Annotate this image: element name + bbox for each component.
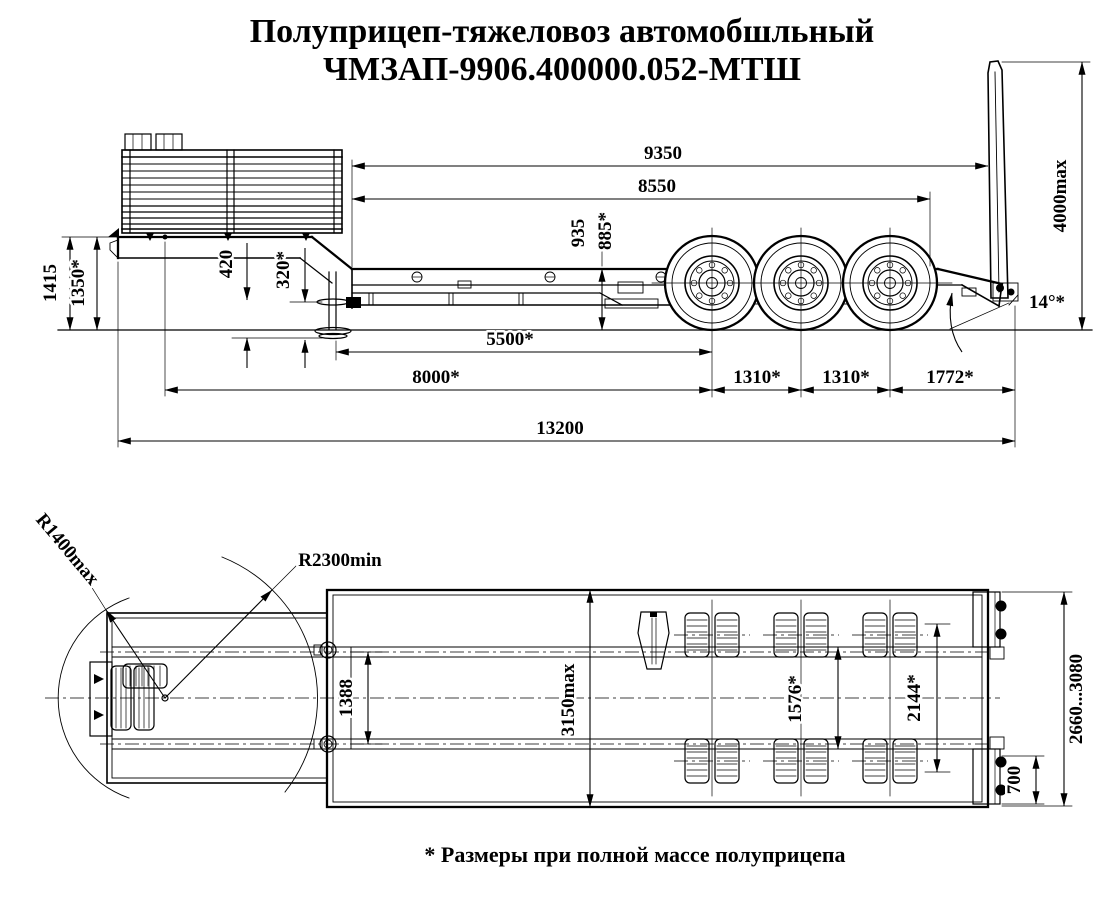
plan-kingpin (161, 694, 169, 702)
turning-radius-arc (221, 556, 318, 793)
dim-ramp-angle-label: 14°* (1029, 292, 1065, 313)
tarp-hook (108, 228, 119, 237)
dim-beam-track-label: 1576* (785, 675, 806, 723)
dim-ramp-height-label: 4000max (1050, 159, 1071, 232)
front-radius-leader (105, 609, 166, 699)
dim-step-laden-label: 320* (273, 251, 294, 289)
plan-bogie-tires (674, 599, 928, 797)
toolbox-left (124, 133, 152, 151)
turning-radius-leader (164, 589, 273, 699)
dim-support-to-bogie-label: 5500* (486, 329, 534, 350)
dim-rear-overhang-label: 1772* (926, 367, 974, 388)
front-radius-arc (57, 597, 130, 799)
front-radius-label: R1400max (31, 510, 103, 590)
dim-axle-spacing-1-label: 1310* (733, 367, 781, 388)
support-leg (314, 271, 352, 340)
plan-mudguard (637, 611, 670, 670)
plan-platform (325, 588, 990, 809)
dim-front-height-label: 1415 (40, 264, 61, 302)
dim-platform-length-label: 8550 (638, 176, 676, 197)
plan-front-end (89, 661, 169, 737)
toolbox-right (155, 133, 183, 151)
footnote: * Размеры при полной массе полуприцепа (424, 842, 845, 867)
dim-wheel-track-label: 2144* (904, 674, 925, 722)
kingpin-plate (346, 297, 361, 308)
dim-step-label: 420 (216, 250, 237, 279)
dim-overall-length-label: 13200 (536, 418, 584, 439)
ramp-angle-leader (946, 292, 963, 353)
dim-front-height-laden-label: 1350* (68, 259, 89, 307)
dim-axle-spacing-2-label: 1310* (822, 367, 870, 388)
dim-kingpin-to-bogie-label: 8000* (412, 367, 460, 388)
dim-load-height-laden-label: 885* (595, 212, 616, 250)
plan-couplers (313, 641, 337, 753)
dimensions-side: 9350 8550 935 885* 1415 1350* 420 320* 4… (38, 61, 1086, 445)
title-block: Полуприцеп-тяжеловоз автомобшльный ЧМЗАП… (250, 13, 875, 88)
title-line-1: Полуприцеп-тяжеловоз автомобшльный (250, 13, 875, 50)
title-line-2: ЧМЗАП-9906.400000.052-МТШ (323, 51, 801, 88)
ramp-lowered-plane (949, 302, 1010, 330)
side-view: 9350 8550 935 885* 1415 1350* 420 320* 4… (38, 60, 1093, 448)
dim-load-height-label: 935 (568, 219, 589, 248)
dim-overall-width-label: 3150max (558, 663, 579, 736)
dimensions-top: 1388 3150max 1576* 2144* 700 2660...3080 (334, 589, 1090, 808)
stake-rack (121, 133, 343, 241)
gooseneck (61, 228, 354, 284)
top-view: R1400max R2300min (29, 507, 1090, 809)
kingpin-mark (162, 234, 168, 240)
turning-radius-label: R2300min (298, 550, 382, 571)
dim-ramp-track-label: 2660...3080 (1066, 654, 1087, 744)
folded-ramp (987, 60, 1019, 306)
dim-beam-spacing-label: 1388 (336, 679, 357, 717)
axle-crosshairs (651, 227, 953, 398)
extension-lines-side (117, 61, 1091, 448)
dim-ramp-width-label: 700 (1004, 766, 1025, 795)
dim-frame-length-label: 9350 (644, 143, 682, 164)
plan-rear-brackets (972, 591, 1007, 805)
